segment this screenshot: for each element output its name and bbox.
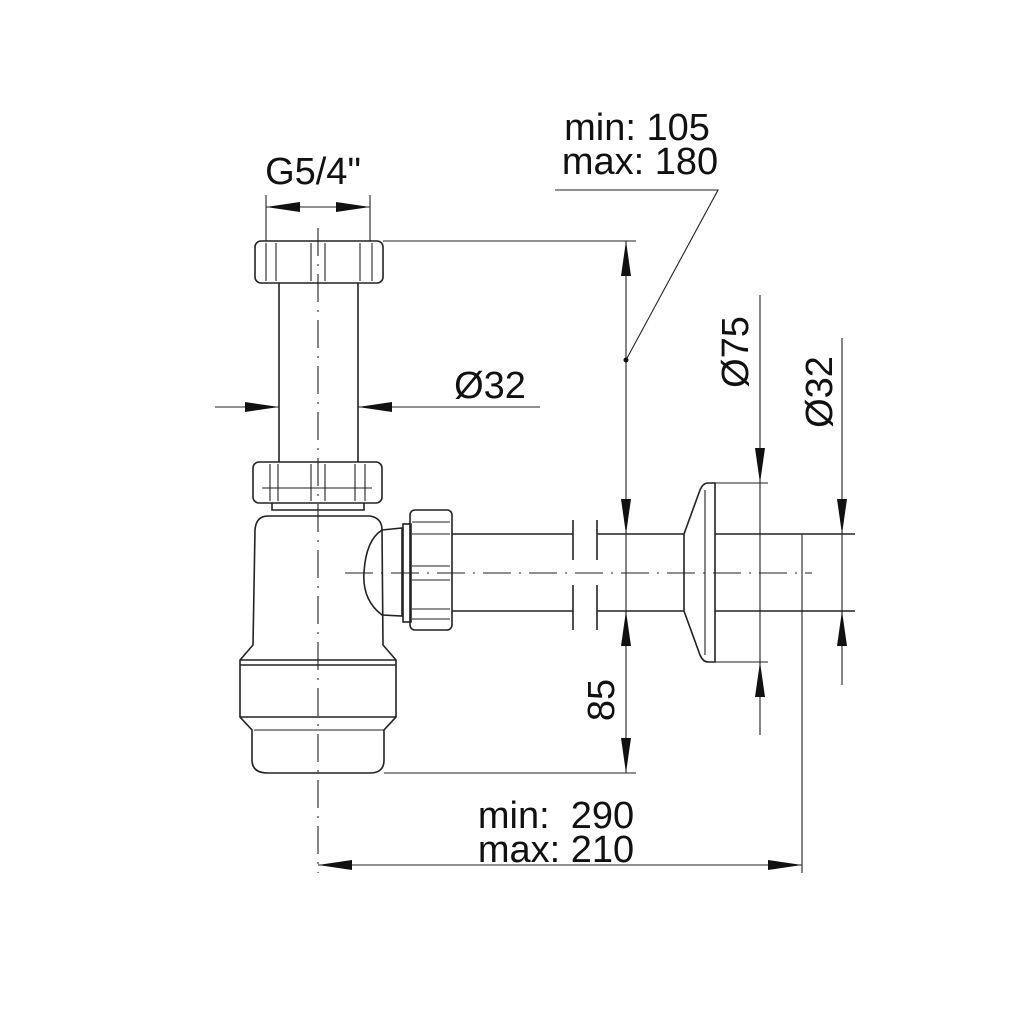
trap-body <box>239 503 403 774</box>
length-max-label: max: 210 <box>478 829 634 871</box>
center-lines <box>317 228 812 873</box>
inlet-diameter-dimension <box>215 402 540 412</box>
length-dimension <box>318 860 802 870</box>
inlet-diameter-label: Ø32 <box>454 365 526 407</box>
height-min-label: min: 105 <box>564 107 710 149</box>
flange-diameter-dimension <box>755 295 765 735</box>
outlet-height-label: 85 <box>581 679 623 721</box>
length-min-label: min: 290 <box>478 795 634 837</box>
top-nut <box>254 240 384 284</box>
outlet-pipe <box>452 520 684 630</box>
outlet-diameter-label: Ø32 <box>799 356 841 428</box>
outlet-nut <box>402 509 453 631</box>
wall-flange <box>683 482 855 873</box>
outlet-diameter-dimension <box>837 338 847 685</box>
inlet-tube <box>278 283 359 462</box>
height-dimension <box>383 189 719 774</box>
thread-label: G5/4" <box>265 151 361 193</box>
thread-dimension <box>265 195 371 241</box>
flange-diameter-label: Ø75 <box>715 316 757 388</box>
height-max-label: max: 180 <box>562 141 718 183</box>
